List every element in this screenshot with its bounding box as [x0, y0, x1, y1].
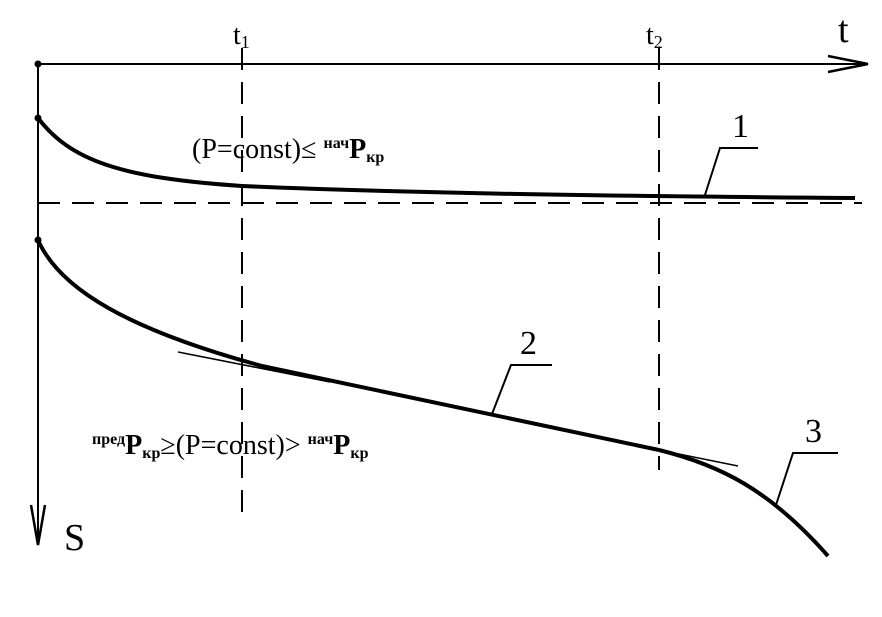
curve-2-number: 2: [520, 325, 537, 362]
formula-bottom-middle: ≥(P=const)>: [160, 430, 308, 461]
formula-top-sub: кр: [366, 149, 385, 166]
t2-label-base: t: [646, 20, 654, 51]
curve-1: [36, 116, 856, 200]
formula-bottom-P1: P: [125, 430, 143, 461]
curve-1-number: 1: [732, 108, 749, 145]
t2-label: t2: [646, 20, 663, 53]
curve-3-leader: [775, 452, 838, 506]
formula-bottom: предPкр≥(P=const)> начPкр: [92, 430, 368, 463]
formula-bottom-P2: P: [333, 430, 351, 461]
formula-top-P: P: [349, 134, 367, 165]
t1-label-sub: 1: [240, 32, 250, 52]
t2-label-sub: 2: [653, 32, 663, 52]
t1-label-base: t: [233, 20, 241, 51]
tangent-line-start: [177, 351, 331, 383]
time-axis-arrowhead: [827, 54, 869, 74]
t1-label: t1: [233, 20, 250, 53]
formula-top-lead: (P=const)≤: [192, 134, 324, 165]
formula-top-sup: нач: [323, 135, 350, 152]
settlement-axis-label: S: [64, 517, 86, 559]
curve-1-leader: [703, 147, 758, 199]
curve-3-number: 3: [805, 413, 822, 450]
curve-2: [36, 239, 660, 452]
formula-bottom-sup1: пред: [92, 431, 126, 448]
time-axis-label: t: [838, 9, 849, 51]
origin-dot: [34, 60, 42, 68]
curve-3: [658, 448, 830, 558]
formula-bottom-sub1: кр: [142, 445, 161, 462]
tangent-line-end: [599, 437, 739, 467]
formula-bottom-sup2: нач: [307, 431, 334, 448]
settlement-axis-arrowhead: [29, 504, 47, 546]
formula-bottom-sub2: кр: [350, 445, 369, 462]
curve-2-leader: [491, 364, 552, 415]
formula-top: (P=const)≤ начPкр: [192, 134, 384, 167]
